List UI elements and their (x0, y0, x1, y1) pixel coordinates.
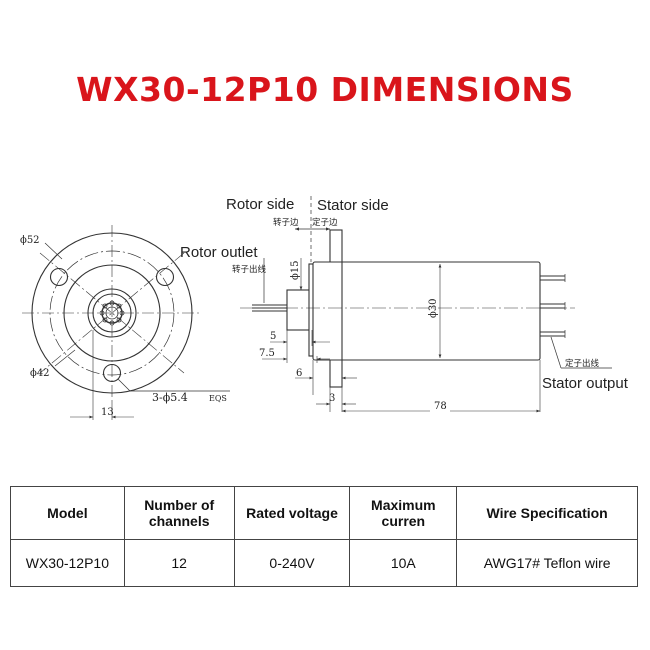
stator-wires (540, 275, 565, 337)
stator-output-cn-label: 定子出线 (565, 358, 600, 369)
dim-78-label: 78 (434, 401, 447, 412)
header-voltage: Rated voltage (233, 486, 351, 540)
rotor-side-label: Rotor side (226, 196, 294, 213)
header-wire: Wire Specification (456, 486, 638, 540)
outer-diameter-label: ϕ52 (20, 235, 40, 246)
header-model: Model (10, 486, 125, 540)
rotor-shaft (286, 289, 313, 331)
page-title: WX30-12P10 DIMENSIONS (76, 70, 574, 109)
table-row: WX30-12P10 12 0-240V 10A AWG17# Teflon w… (10, 539, 638, 587)
rotor-outlet-label: Rotor outlet (180, 244, 258, 261)
cell-channels: 12 (123, 539, 235, 587)
dim-3-label: 3 (329, 393, 335, 404)
spec-table: Model Number of channels Rated voltage M… (10, 486, 638, 587)
mount-hole (49, 267, 69, 287)
rotor-side-cn-label: 转子边 (273, 217, 299, 228)
pcd-diameter-label: ϕ42 (30, 368, 50, 379)
body-diameter-label: ϕ30 (428, 298, 439, 318)
cell-current: 10A (349, 539, 458, 587)
stator-output-label: Stator output (542, 375, 629, 392)
front-view (22, 225, 230, 420)
dim-6-label: 6 (296, 368, 302, 379)
cell-voltage: 0-240V (233, 539, 351, 587)
mount-hole (155, 267, 175, 287)
offset-label: 13 (101, 407, 114, 418)
stator-side-cn-label: 定子边 (312, 217, 338, 228)
table-header-row: Model Number of channels Rated voltage M… (10, 486, 638, 540)
side-view (240, 196, 612, 413)
rotor-outlet-cn-label: 转子出线 (232, 264, 267, 275)
stator-body (312, 261, 541, 361)
dim-5-label: 5 (270, 331, 276, 342)
dimension-drawing: ϕ52 ϕ42 3-ϕ5.4 EQS 13 (20, 196, 629, 420)
header-channels: Number of channels (123, 486, 235, 540)
header-current: Maximum curren (349, 486, 458, 540)
holes-label: 3-ϕ5.4 (152, 391, 188, 404)
cell-model: WX30-12P10 (10, 539, 125, 587)
cell-wire: AWG17# Teflon wire (456, 539, 638, 587)
stator-side-label: Stator side (317, 197, 389, 214)
holes-suffix-label: EQS (209, 394, 227, 403)
shaft-diameter-label: ϕ15 (290, 260, 301, 280)
dim-7-5-label: 7.5 (259, 348, 275, 359)
